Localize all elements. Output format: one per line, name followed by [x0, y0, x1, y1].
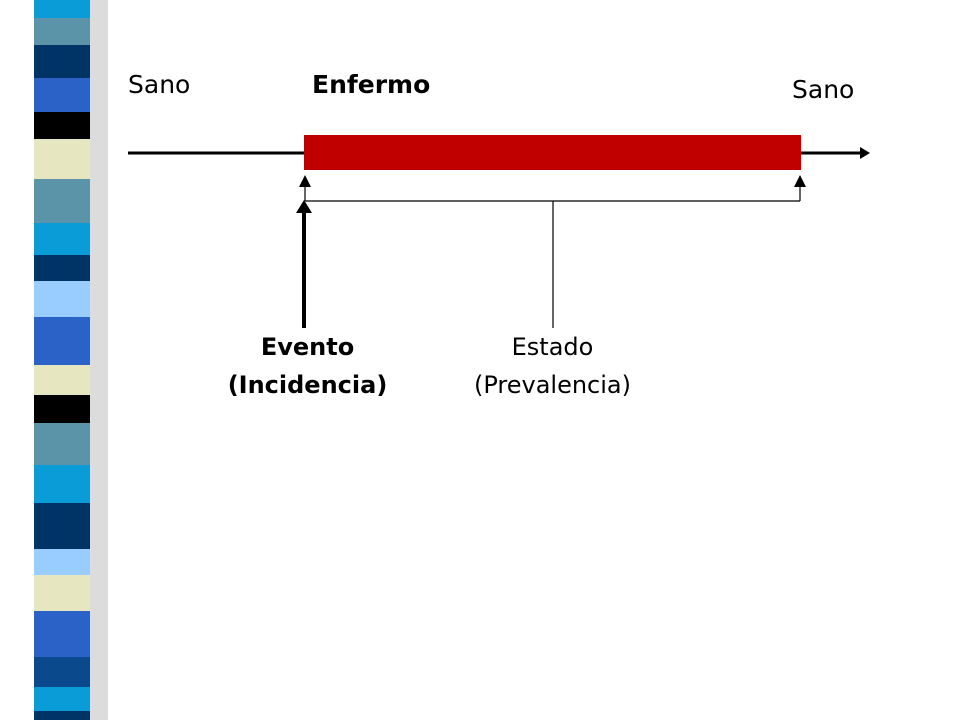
state-label-healthy-after: Sano: [792, 75, 855, 104]
stripe-cell: [34, 112, 90, 139]
incidence-arrowhead: [296, 200, 312, 213]
stripe-cell: [34, 395, 90, 423]
stripe-cell: [34, 223, 90, 255]
stripe-cell: [34, 575, 90, 611]
stripe-cell: [34, 711, 90, 720]
state-label-line1: Estado: [511, 333, 594, 361]
stripe-cell: [34, 503, 90, 549]
stripe-cell: [34, 317, 90, 365]
state-label-line2: (Prevalencia): [473, 371, 631, 399]
stripe-cell: [34, 611, 90, 657]
stripe-cell: [34, 78, 90, 112]
stripe-cell: [34, 423, 90, 465]
stripe-cell: [34, 18, 90, 45]
event-label: Evento (Incidencia): [205, 328, 410, 404]
stripe-cell: [34, 465, 90, 503]
stripe-cell: [34, 365, 90, 395]
state-label-healthy-before: Sano: [128, 70, 191, 99]
stripe-cell: [34, 179, 90, 223]
state-label: Estado (Prevalencia): [445, 328, 660, 404]
stripe-cell: [34, 45, 90, 78]
state-label-sick: Enfermo: [312, 70, 431, 99]
illness-duration-bar: [304, 135, 801, 170]
stripe-cell: [34, 549, 90, 575]
timeline-arrowhead: [860, 147, 870, 159]
stripe-cell: [34, 281, 90, 317]
stripe-cell: [34, 0, 90, 18]
decorative-stripe-band: [0, 0, 108, 720]
stripe-cell: [34, 687, 90, 711]
event-label-line1: Evento: [260, 333, 355, 361]
stripe-cell: [34, 139, 90, 179]
stripe-cell: [34, 255, 90, 281]
stripe-cell: [34, 657, 90, 687]
event-label-line2: (Incidencia): [227, 371, 388, 399]
